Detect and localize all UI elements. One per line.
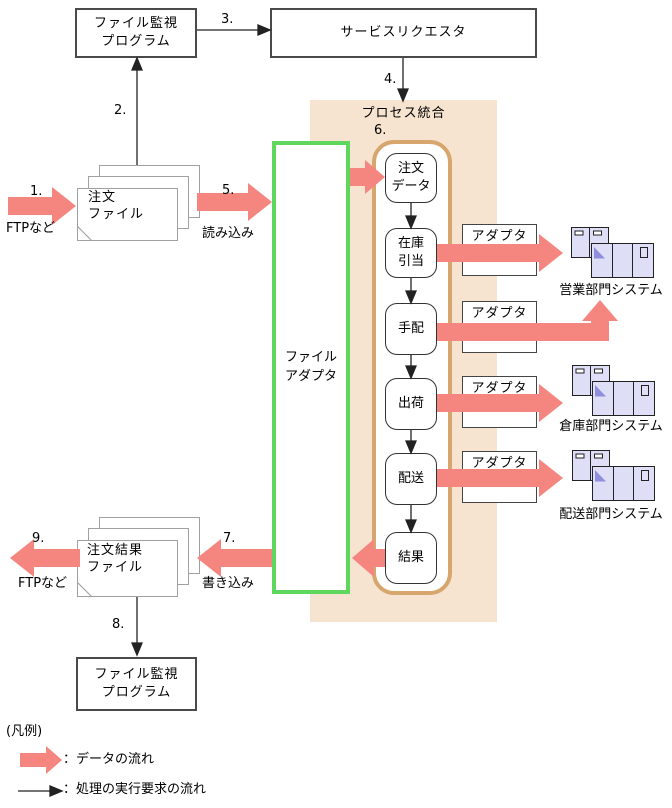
data-flow-arrow-adapter-to-orderdata (350, 160, 385, 194)
file-monitor-program-top-line2: プログラム (101, 34, 171, 49)
legend-request-flow-label: ：処理の実行要求の流れ (63, 782, 207, 797)
step-arrow-shipping-delivery (405, 430, 417, 455)
process-integration-title: プロセス統合 (361, 106, 446, 121)
service-requester-box: サービスリクエスタ (270, 8, 537, 58)
file-monitor-program-bottom-line2: プログラム (101, 685, 172, 700)
step-number-3: 3. (221, 12, 234, 27)
delivery-system-icon (572, 450, 655, 501)
step-order-data-line2: データ (391, 179, 431, 194)
step-stock-allocation-line1: 在庫 (397, 236, 424, 252)
order-result-file-line1: 注文結果 (87, 543, 144, 558)
step-number-1: 1. (30, 184, 43, 199)
sales-system-icon (571, 227, 654, 278)
warehouse-system-icon (572, 365, 655, 416)
file-adapter-line1: ファイル (284, 350, 337, 366)
adapter-box-4-label: アダプタ (471, 456, 528, 471)
legend-data-flow-label: ：データの流れ (63, 752, 155, 767)
order-result-file-line2: ファイル (87, 560, 144, 575)
step-stock-allocation-line2: 引当 (397, 254, 424, 269)
step-order-data-line1: 注文 (397, 161, 424, 177)
step-stock-allocation-box: 在庫 引当 (385, 228, 437, 278)
file-monitor-program-top-box: ファイル監視 プログラム (75, 8, 197, 58)
order-result-file-label: 注文結果 ファイル (87, 542, 143, 576)
order-result-file-stack (77, 517, 200, 597)
step-number-8: 8. (112, 617, 125, 632)
file-monitor-program-top-line1: ファイル監視 (93, 16, 178, 32)
step-arrow-arrange-shipping (405, 355, 417, 380)
request-arrow-2 (131, 56, 143, 165)
adapter-box-3-label: アダプタ (471, 381, 528, 396)
step-result-box: 結果 (385, 532, 437, 584)
legend-request-flow-arrow (18, 785, 64, 797)
legend-title: (凡例) (6, 724, 43, 739)
step-arrow-orderdata-stock (405, 203, 417, 230)
service-requester-label: サービスリクエスタ (340, 25, 467, 41)
file-adapter-line2: アダプタ (284, 368, 337, 384)
warehouse-system-label: 倉庫部門システム (559, 419, 663, 434)
step-arrange-line1: 手配 (397, 321, 424, 337)
data-flow-arrow-result-to-adapter (352, 539, 385, 577)
step-arrow-delivery-result (405, 505, 417, 534)
data-flow-arrow-7-write (197, 539, 272, 577)
order-file-stack (77, 165, 200, 241)
request-arrow-3 (197, 24, 272, 36)
step-order-data-box: 注文 データ (385, 153, 437, 203)
step-delivery-box: 配送 (385, 453, 437, 505)
step-arrange-box: 手配 (385, 303, 437, 355)
input-transport-label: FTPなど (6, 221, 56, 236)
write-action-label: 書き込み (202, 576, 255, 591)
step-number-5: 5. (222, 183, 235, 198)
read-action-label: 読み込み (202, 226, 255, 241)
step-number-4: 4. (384, 72, 397, 87)
data-flow-arrow-delivery-to-deliverysys (437, 459, 563, 497)
step-number-2: 2. (114, 103, 127, 118)
data-flow-arrow-9-out (10, 539, 80, 577)
data-flow-arrow-stock-to-sales (437, 234, 563, 272)
file-monitor-program-bottom-box: ファイル監視 プログラム (76, 657, 197, 711)
request-arrow-8 (131, 597, 143, 657)
file-monitor-program-bottom-line1: ファイル監視 (94, 667, 179, 683)
step-number-9: 9. (32, 531, 45, 546)
file-adapter-box: ファイル アダプタ (272, 141, 350, 594)
data-flow-arrow-1-in (8, 187, 76, 225)
delivery-system-label: 配送部門システム (559, 507, 663, 522)
sales-system-label: 営業部門システム (559, 283, 663, 298)
output-transport-label: FTPなど (18, 576, 68, 591)
legend-data-flow-arrow (20, 746, 62, 774)
step-number-6: 6. (374, 123, 387, 138)
order-file-line1: 注文 (88, 190, 117, 205)
step-shipping-line1: 出荷 (397, 396, 424, 412)
order-file-line2: ファイル (88, 207, 145, 222)
data-flow-arrow-arrange-to-sales-bent (437, 300, 618, 341)
step-shipping-box: 出荷 (385, 378, 437, 430)
order-file-label: 注文 ファイル (88, 189, 144, 223)
data-flow-arrow-shipping-to-warehouse (437, 384, 563, 422)
data-flow-arrow-5-read (197, 183, 272, 221)
request-arrow-4 (397, 58, 409, 103)
adapter-box-2-label: アダプタ (471, 306, 528, 321)
adapter-box-1-label: アダプタ (471, 229, 528, 244)
step-arrow-stock-arrange (405, 278, 417, 305)
step-result-line1: 結果 (397, 550, 424, 566)
step-number-7: 7. (223, 531, 236, 546)
step-delivery-line1: 配送 (397, 471, 424, 487)
